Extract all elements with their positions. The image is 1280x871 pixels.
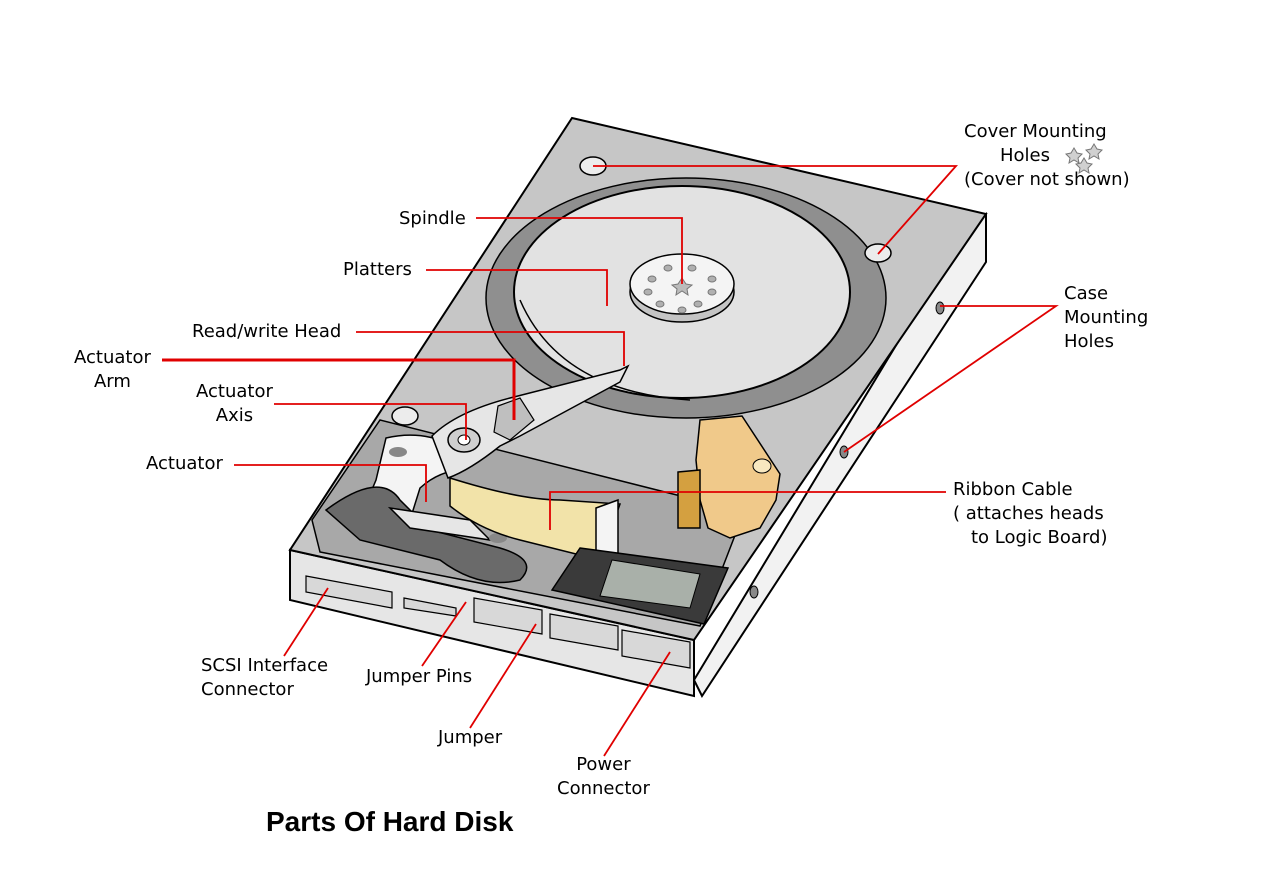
label-cover-mounting-holes: Cover Mounting Holes (Cover not shown) [964,121,1130,190]
leader-ribbon-cable [549,491,946,530]
leader-jumper [469,623,537,729]
actuator-magnet [324,486,528,584]
label-case-mounting-holes: Case Mounting Holes [1064,283,1149,352]
leader-read-write-head [356,331,625,366]
leader-lines [162,165,1059,757]
leader-cover-mounting-holes [593,165,959,255]
label-actuator: Actuator [146,453,223,474]
leader-scsi [283,587,329,657]
ribbon-cable [449,476,622,561]
jumper-block [473,597,543,635]
label-read-write-head: Read/write Head [192,321,342,342]
label-power-connector: Power Connector [557,754,650,799]
scsi-connector [305,575,393,609]
case-mounting-hole [935,301,945,315]
leader-actuator [234,464,427,502]
label-jumper: Jumper [438,727,503,748]
leader-actuator-axis [274,403,467,440]
leader-actuator-arm [162,358,516,420]
label-actuator-axis: Actuator Axis [196,381,273,426]
label-jumper-pins: Jumper Pins [366,666,473,687]
leader-case-mounting-holes [843,305,1059,453]
label-platters: Platters [343,259,412,280]
leader-platters [426,269,608,306]
leader-jumper-pins [421,601,467,667]
spindle-star [670,277,694,297]
label-scsi-interface-connector: SCSI Interface Connector [201,655,329,700]
label-actuator-arm: Actuator Arm [74,347,151,392]
label-spindle: Spindle [399,208,466,229]
case-screw-hole [391,406,419,426]
diagram-title: Parts Of Hard Disk [266,806,514,837]
label-ribbon-cable: Ribbon Cable ( attaches heads to Logic B… [953,479,1108,548]
leader-spindle [476,217,683,284]
case-mounting-hole [749,585,759,599]
leader-power [603,651,671,757]
power-connector-block [621,629,691,669]
